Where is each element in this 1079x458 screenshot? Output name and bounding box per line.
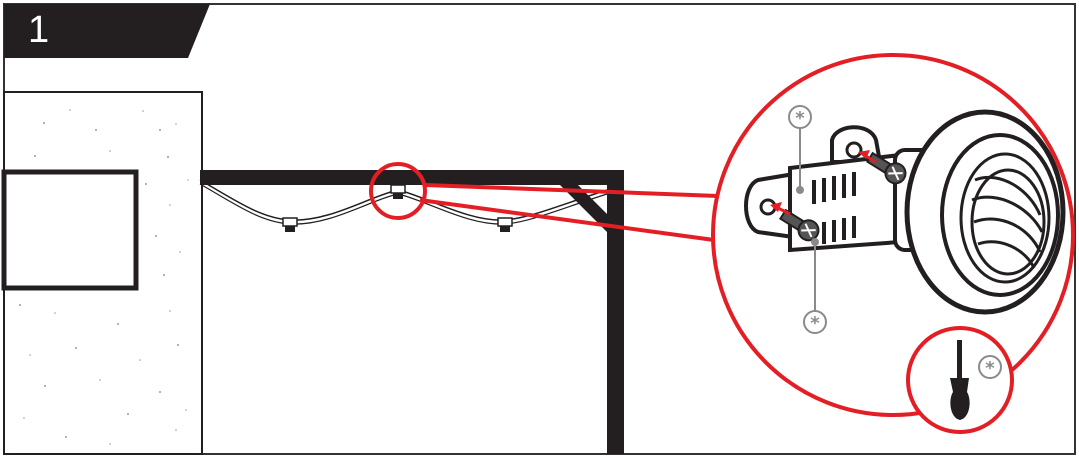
- bulb-socket: [390, 184, 406, 199]
- screw-marker-top-label: *: [795, 108, 805, 129]
- screw-icon: [866, 151, 907, 185]
- marker-leaders: [799, 128, 816, 311]
- pergola-frame: [200, 170, 624, 454]
- tool-marker-label: *: [985, 358, 995, 379]
- bulb-socket: [497, 217, 513, 232]
- bulb-socket: [282, 217, 298, 232]
- callout-connector: [419, 183, 719, 242]
- concrete-speckles: [19, 109, 189, 445]
- step-number-tab: [4, 4, 210, 58]
- string-lights: [199, 179, 608, 232]
- screw-marker-bottom: [803, 310, 827, 334]
- zoom-callout: [711, 53, 1075, 417]
- screwdriver-icon: [950, 340, 970, 420]
- wall-opening: [1, 169, 139, 291]
- light-socket-icon: [893, 109, 1066, 315]
- tool-marker: [978, 355, 1002, 379]
- screw-marker-bottom-label: *: [810, 313, 820, 334]
- concrete-wall: [1, 91, 203, 455]
- tool-callout: [906, 326, 1014, 434]
- insert-arrow: [770, 150, 877, 216]
- screw-icon: [779, 208, 820, 242]
- highlight-circle: [369, 162, 427, 220]
- screw-marker-top: [788, 105, 812, 129]
